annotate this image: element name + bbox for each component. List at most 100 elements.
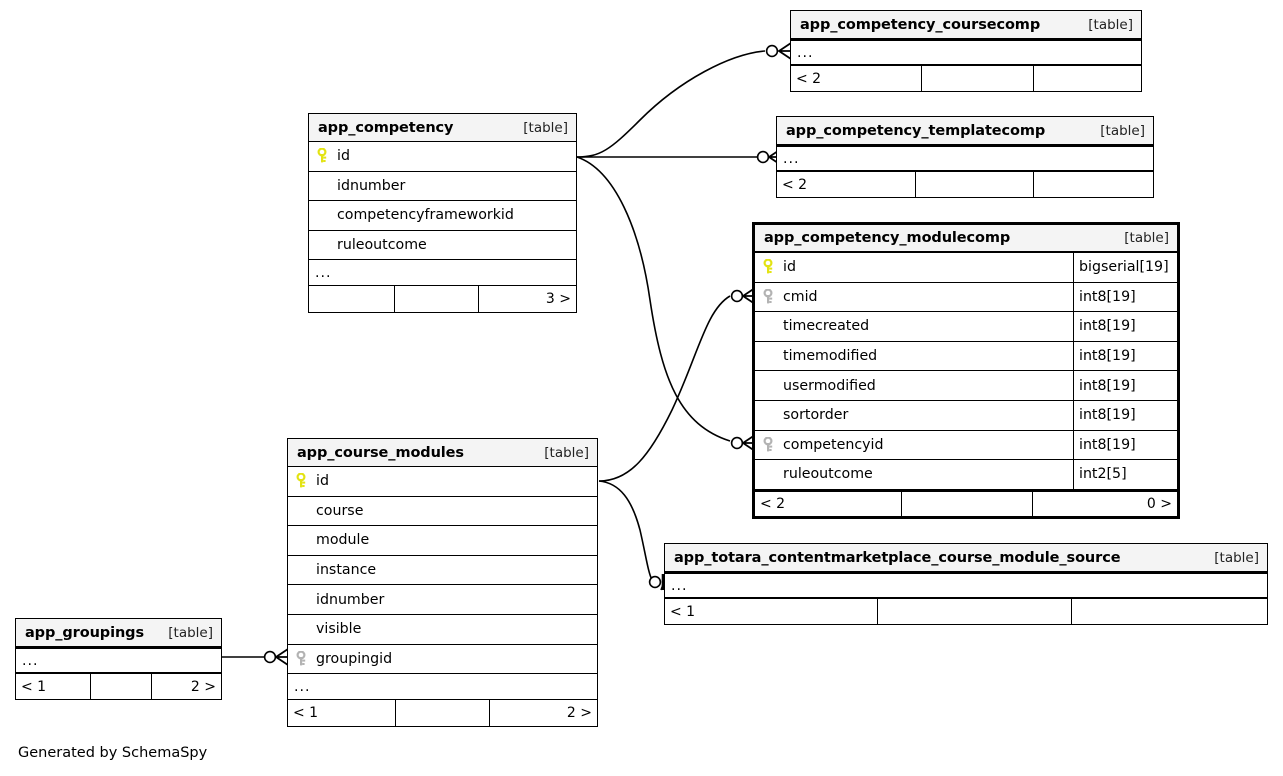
column-name-cell: sortorder [755,401,1073,430]
table-footer: < 2 [777,171,1153,197]
column-name-cell: idnumber [309,172,576,201]
column-type: int8[19] [1073,341,1177,371]
column-row[interactable]: sortorder int8[19] [755,400,1177,431]
footer-middle [395,700,489,727]
edge-endpoint-circle-cmid [730,289,744,303]
footer-middle [901,491,1032,516]
column-row[interactable]: competencyframeworkid [309,201,576,231]
column-type: bigserial[19] [1073,253,1177,282]
footer-middle [394,286,478,313]
footer-parent-count: < 1 [21,678,47,695]
column-row[interactable]: ruleoutcome [309,231,576,261]
foreign-key-icon [296,650,309,667]
column-row[interactable]: id [288,467,597,497]
column-label: visible [316,621,362,638]
table-header: app_course_modules [table] [288,439,597,467]
table-header: app_totara_contentmarketplace_course_mod… [665,544,1267,572]
column-type: int2[5] [1073,460,1177,489]
table-header: app_competency_templatecomp [table] [777,117,1153,145]
table-name: app_competency_templatecomp [786,122,1046,139]
column-name-cell: competencyid [755,431,1073,460]
table-footer: < 2 [791,65,1141,91]
footer-middle [90,674,151,699]
column-label: id [337,148,350,165]
column-name-cell: visible [288,615,597,644]
table-ellipsis-row: ... [665,572,1267,598]
column-row[interactable]: timecreated int8[19] [755,312,1177,342]
column-label: ruleoutcome [337,237,427,254]
column-type: int8[19] [1073,312,1177,341]
edge-coursemodules-to-totara [598,480,653,581]
edge-endpoint-circle-groupingid [263,650,277,664]
column-row[interactable]: idnumber [309,172,576,202]
column-row[interactable]: course [288,497,597,527]
table-name: app_competency [318,119,454,136]
column-type: int8[19] [1073,371,1177,400]
column-row[interactable]: idnumber [288,585,597,615]
column-type: int8[19] [1073,282,1177,312]
primary-key-icon [296,472,309,489]
column-label: module [316,532,370,549]
column-row[interactable]: timemodified int8[19] [755,341,1177,372]
column-label: timecreated [783,318,870,335]
table-ellipsis-row: ... [16,647,221,673]
column-row[interactable]: module [288,526,597,556]
column-name-cell: id [288,467,597,496]
table-app_competency_modulecomp[interactable]: app_competency_modulecomp [table] id big… [752,222,1180,519]
column-row[interactable]: groupingid [288,645,597,675]
column-name-cell: ruleoutcome [755,460,1073,489]
column-type: int8[19] [1073,430,1177,460]
table-name: app_course_modules [297,444,464,461]
table-app_totara_contentmarketplace_course_module_source[interactable]: app_totara_contentmarketplace_course_mod… [664,543,1268,625]
table-name: app_groupings [25,624,144,641]
table-header: app_competency_coursecomp [table] [791,11,1141,39]
table-tag: [table] [523,119,568,136]
table-ellipsis-row: ... [791,39,1141,65]
column-row[interactable]: cmid int8[19] [755,282,1177,313]
table-app_course_modules[interactable]: app_course_modules [table] id course mod… [287,438,598,728]
column-label: timemodified [783,348,878,365]
edge-endpoint-circle-templatecomp [756,150,770,164]
footer-child-count: 2 > [489,700,597,727]
footer-child-count: 2 > [151,674,221,699]
foreign-key-icon [763,288,776,305]
column-label: idnumber [337,177,406,194]
column-name-cell: usermodified [755,371,1073,400]
footer-parent-count: < 2 [760,495,786,512]
table-name: app_totara_contentmarketplace_course_mod… [674,549,1121,566]
column-row[interactable]: id [309,142,576,172]
column-row[interactable]: competencyid int8[19] [755,430,1177,461]
column-row[interactable]: visible [288,615,597,645]
footer-middle [915,172,1033,197]
table-ellipsis-row: ... [777,145,1153,171]
column-row[interactable]: usermodified int8[19] [755,371,1177,401]
column-row[interactable]: id bigserial[19] [755,253,1177,283]
column-label: usermodified [783,377,876,394]
table-app_competency_coursecomp[interactable]: app_competency_coursecomp [table] ... < … [790,10,1142,92]
column-type: int8[19] [1073,400,1177,430]
column-row[interactable]: instance [288,556,597,586]
table-tag: [table] [544,444,589,461]
table-ellipsis-row: ... [288,674,597,701]
table-footer: < 1 2 > [16,673,221,699]
table-app_groupings[interactable]: app_groupings [table] ... < 1 2 > [15,618,222,700]
table-header: app_groupings [table] [16,619,221,647]
column-label: idnumber [316,591,385,608]
table-name: app_competency_coursecomp [800,16,1041,33]
footer-child-count [1033,172,1153,197]
edge-coursemodules-to-modulecomp-cmid [598,295,731,482]
foreign-key-icon [763,436,776,453]
table-name: app_competency_modulecomp [764,230,1011,246]
table-tag: [table] [1124,230,1169,246]
column-name-cell: idnumber [288,585,597,614]
column-row[interactable]: ruleoutcome int2[5] [755,460,1177,490]
column-label: ruleoutcome [783,466,873,483]
footer-parent-count: < 1 [293,705,319,722]
column-label: id [316,473,329,490]
table-app_competency_templatecomp[interactable]: app_competency_templatecomp [table] ... … [776,116,1154,198]
column-label: id [783,259,796,276]
column-name-cell: instance [288,556,597,585]
table-app_competency[interactable]: app_competency [table] id idnumber compe… [308,113,577,314]
column-name-cell: groupingid [288,645,597,674]
